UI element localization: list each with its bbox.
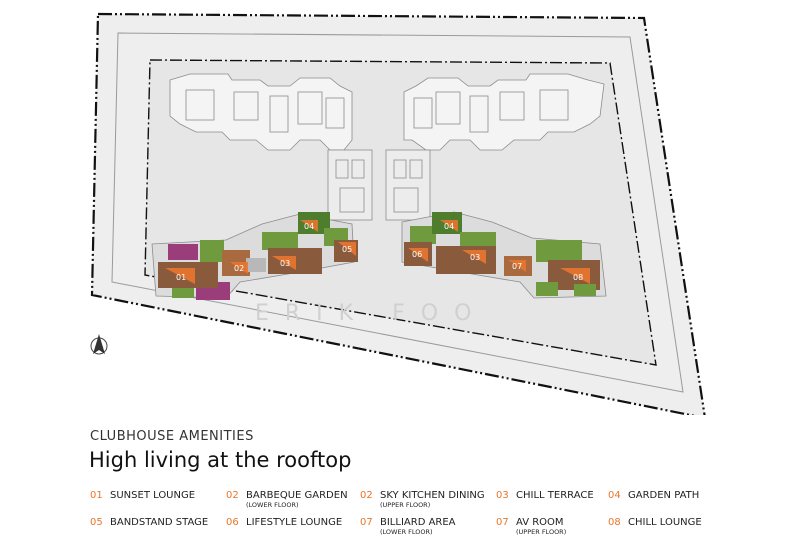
left-tower [169,73,373,221]
right-tower [385,73,605,221]
svg-text:01: 01 [176,273,186,282]
zone-marker: 02 [230,262,248,274]
zone-marker: 05 [338,242,356,256]
setback-line-outer [111,32,684,393]
svg-text:08: 08 [573,273,583,282]
page-title: High living at the rooftop [89,448,352,472]
svg-text:04: 04 [304,222,314,231]
site-plan: ERIK FOO 01 02 03 04 05 06 03 07 08 04 [90,12,706,415]
zone-markers: 01 02 03 04 05 06 03 07 08 04 [165,220,590,284]
left-rooftop-clubhouse [151,212,358,300]
zone-marker: 04 [300,220,318,232]
zone-marker: 06 [408,248,428,262]
svg-text:03: 03 [280,259,290,268]
zone-marker: 01 [165,268,195,284]
svg-text:07: 07 [512,262,522,271]
svg-text:04: 04 [444,222,454,231]
section-subtitle: CLUBHOUSE AMENITIES [90,429,254,444]
north-arrow-icon [90,334,108,355]
svg-text:06: 06 [412,250,422,259]
zone-marker: 08 [560,268,590,284]
svg-text:03: 03 [470,253,480,262]
zone-marker: 04 [440,220,458,232]
zone-marker: 03 [462,250,486,264]
svg-text:02: 02 [234,264,244,273]
zone-marker: 07 [508,260,526,272]
zone-marker: 03 [272,256,296,270]
watermark: ERIK FOO [255,301,487,326]
svg-text:05: 05 [342,245,352,254]
